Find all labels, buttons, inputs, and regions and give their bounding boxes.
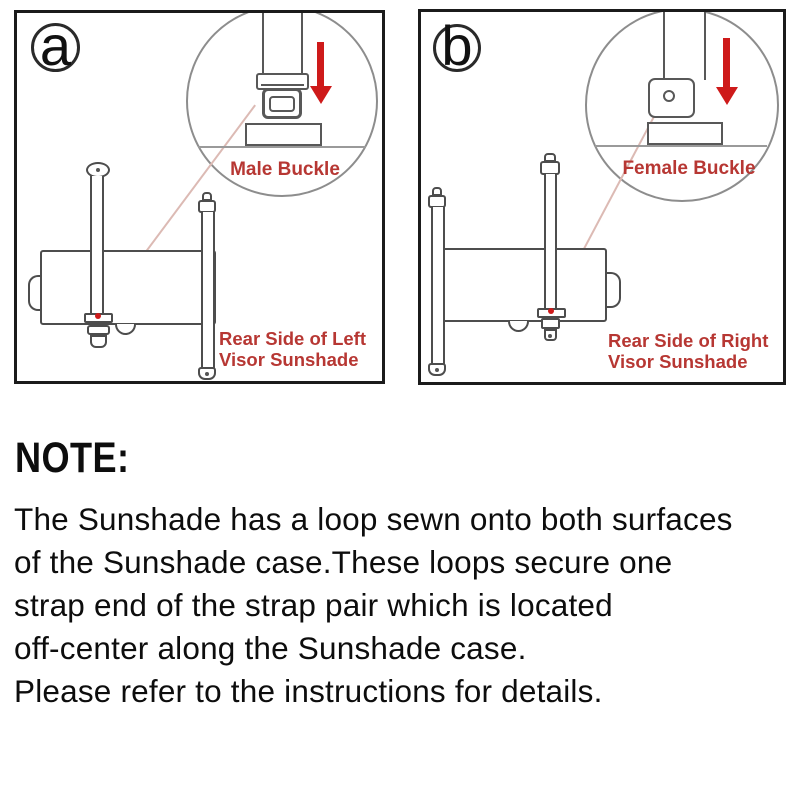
mirror-pivot-knob-b [606,272,621,308]
down-arrow-shaft-b [723,38,730,88]
panel-a-caption-line1: Rear Side of Left [219,328,366,349]
panel-b-caption: Rear Side of Right Visor Sunshade [608,330,783,372]
note-line-2: of the Sunshade case.These loops secure … [14,544,673,580]
female-buckle-end-slot-b [548,334,552,338]
sunshade-case-a [40,250,216,325]
sunshade-case-b [433,248,607,322]
strap-loop-a [245,123,322,146]
magnifier-label-a: Male Buckle [230,159,340,180]
magnifier-label-b: Female Buckle [622,158,756,179]
note-line-5: Please refer to the instructions for det… [14,673,603,709]
male-buckle-tongue-slot [269,96,295,112]
case-surface-line-b [595,145,767,147]
case-surface-line-a [198,146,366,148]
diagram-panel-a: a Male Buckle Rear Side of Left Visor Su… [14,10,385,384]
support-rod-a [201,212,215,368]
support-rod-b [431,207,445,364]
note-body: The Sunshade has a loop sewn onto both s… [14,498,794,713]
panel-b-caption-line2: Visor Sunshade [608,351,748,372]
strap-rod-cap-b [540,161,560,175]
strap-webbing-b [663,12,706,80]
down-arrow-head-b [716,87,738,105]
note-line-1: The Sunshade has a loop sewn onto both s… [14,501,733,537]
strap-rod-a [90,176,104,315]
male-buckle-end-lower-a [90,335,107,348]
panel-a-letter-badge: a [31,17,80,73]
female-buckle-hole [663,90,675,102]
note-line-4: off-center along the Sunshade case. [14,630,527,666]
case-bottom-bump-b [508,321,529,332]
strap-loop-b [647,122,723,145]
strap-adjuster-bar-a [261,84,304,86]
panel-b-caption-line1: Rear Side of Right [608,330,769,351]
note-line-3: strap end of the strap pair which is loc… [14,587,613,623]
case-bottom-bump-a [115,324,136,335]
strap-webbing-a [262,13,303,77]
strap-rod-b [544,174,557,310]
panel-a-letter: a [39,13,72,77]
panel-a-caption: Rear Side of Left Visor Sunshade [219,328,382,370]
female-buckle-end-upper-b [541,318,560,329]
female-buckle-body [648,78,695,118]
strap-rod-cap-dot-a [96,168,100,172]
panel-b-letter-badge: b [433,18,481,74]
support-rod-foot-dot-a [205,372,209,376]
attachment-red-dot-a [95,313,101,319]
panel-b-letter: b [441,14,473,77]
panel-a-caption-line2: Visor Sunshade [219,349,359,370]
support-rod-foot-dot-b [435,368,439,372]
down-arrow-head-a [310,86,332,104]
note-heading: NOTE: [15,434,130,482]
diagram-panel-b: b Female Buckle Rear Side of Right Visor… [418,9,786,385]
mirror-pivot-knob-a [28,275,43,311]
attachment-red-dot-b [548,308,554,314]
male-buckle-end-upper-a [87,325,110,335]
down-arrow-shaft-a [317,42,324,87]
